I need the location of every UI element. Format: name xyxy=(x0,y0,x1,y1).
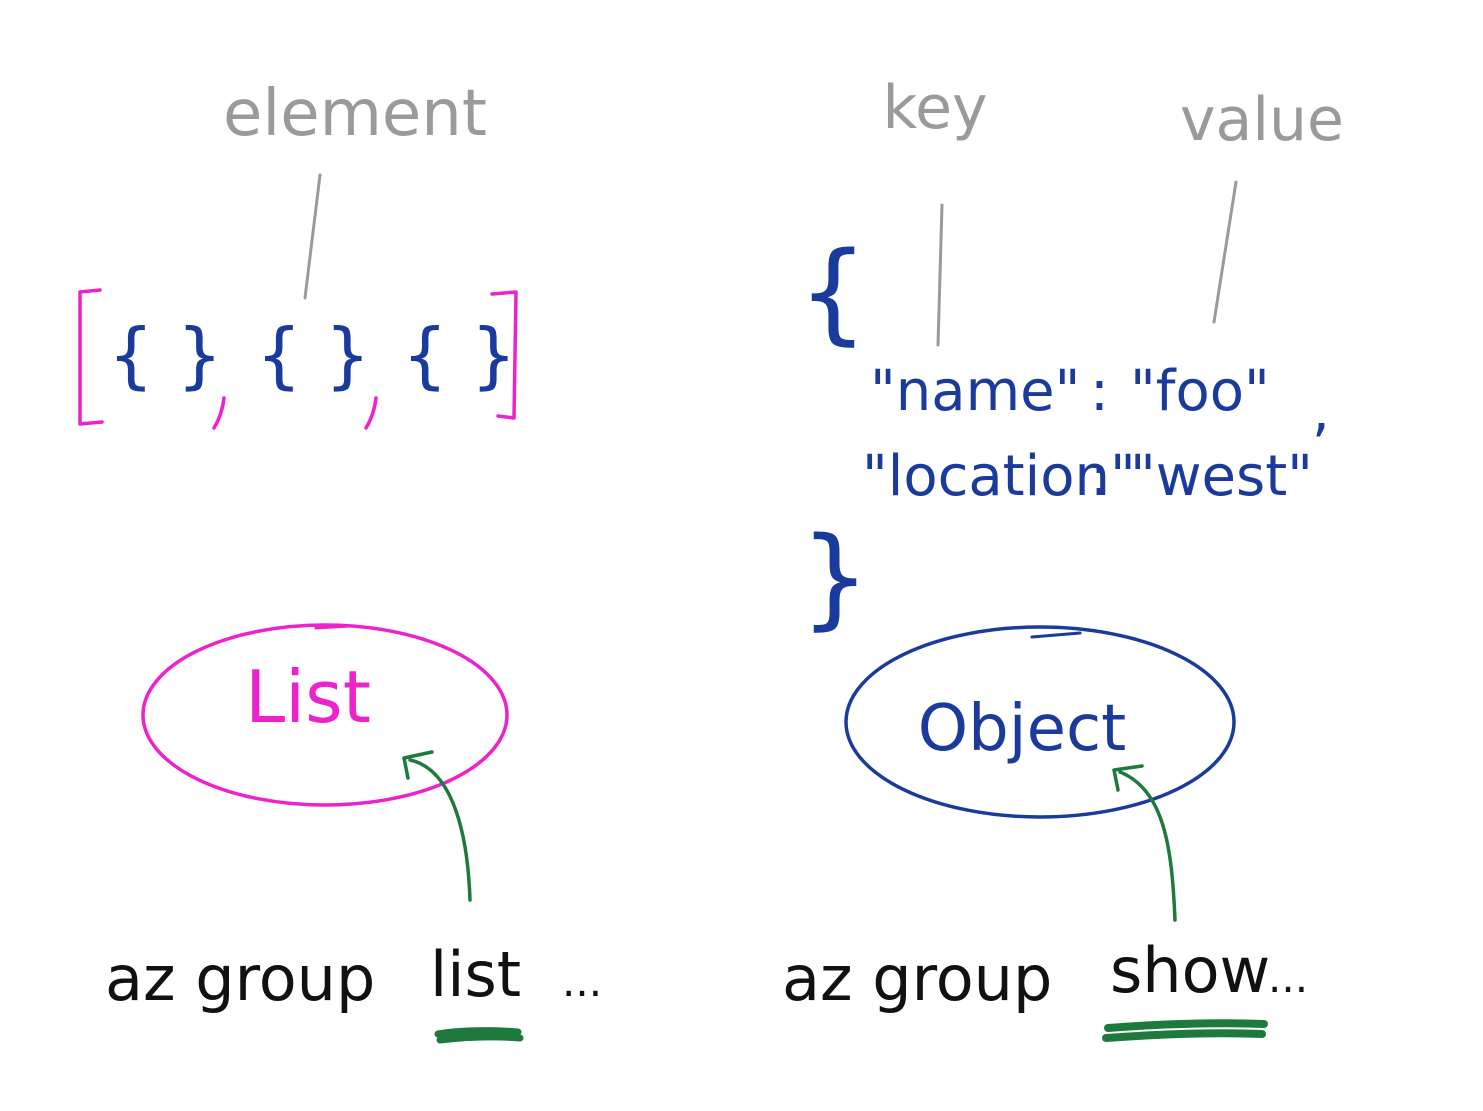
list-open-bracket xyxy=(78,288,104,426)
object-line-1: "name" : "foo" , xyxy=(870,359,1330,444)
object-verb-underline xyxy=(1102,1019,1268,1042)
object-line-2: "location" : "west" xyxy=(862,444,1313,509)
object-command-verb: show xyxy=(1110,934,1270,1007)
object-separator-1: : xyxy=(1090,359,1109,424)
list-item-2: { } xyxy=(256,313,371,397)
list-item-1: { } xyxy=(108,313,223,397)
list-command-verb: list xyxy=(430,938,521,1011)
object-separator-2: : xyxy=(1090,444,1109,509)
list-concept-ellipse xyxy=(141,623,509,807)
list-command-ellipsis: ... xyxy=(562,957,602,1006)
object-concept-ellipse xyxy=(844,625,1236,819)
element-label: element xyxy=(223,77,487,151)
object-value-west: "west" xyxy=(1130,444,1313,509)
list-command-prefix: az group xyxy=(105,942,375,1015)
list-arrow-head xyxy=(402,750,434,780)
object-concept-label: Object xyxy=(918,692,1126,766)
list-concept-label: List xyxy=(245,655,371,739)
list-comma-1 xyxy=(212,396,226,430)
object-key-location: "location" xyxy=(862,444,1136,509)
list-syntax: { } { } { } [{ }, { }, { }] xyxy=(78,288,518,430)
list-comma-2 xyxy=(364,396,378,430)
list-item-3: { } xyxy=(402,313,517,397)
object-ellipse-tail xyxy=(1030,631,1082,639)
element-pointer-line xyxy=(303,173,322,300)
list-verb-underline xyxy=(434,1027,524,1044)
object-value-foo: "foo" xyxy=(1130,359,1270,424)
list-ellipse-tail xyxy=(314,624,352,630)
key-pointer-line xyxy=(936,203,944,347)
list-arrow xyxy=(408,758,472,902)
object-close-brace: } xyxy=(800,513,870,641)
object-command-ellipsis: ... xyxy=(1268,953,1308,1002)
value-pointer-line xyxy=(1212,180,1238,324)
object-command-prefix: az group xyxy=(782,942,1052,1015)
object-arrow-head xyxy=(1112,764,1144,792)
object-comma: , xyxy=(1312,379,1330,444)
list-close-bracket xyxy=(490,290,518,420)
object-open-brace: { xyxy=(798,228,868,356)
list-command: az group list ... xyxy=(105,938,602,1044)
object-key-name: "name" xyxy=(870,359,1080,424)
object-arrow xyxy=(1118,770,1177,922)
key-label: key xyxy=(882,73,987,143)
value-label: value xyxy=(1180,85,1344,155)
object-command: az group show ... xyxy=(782,934,1308,1042)
